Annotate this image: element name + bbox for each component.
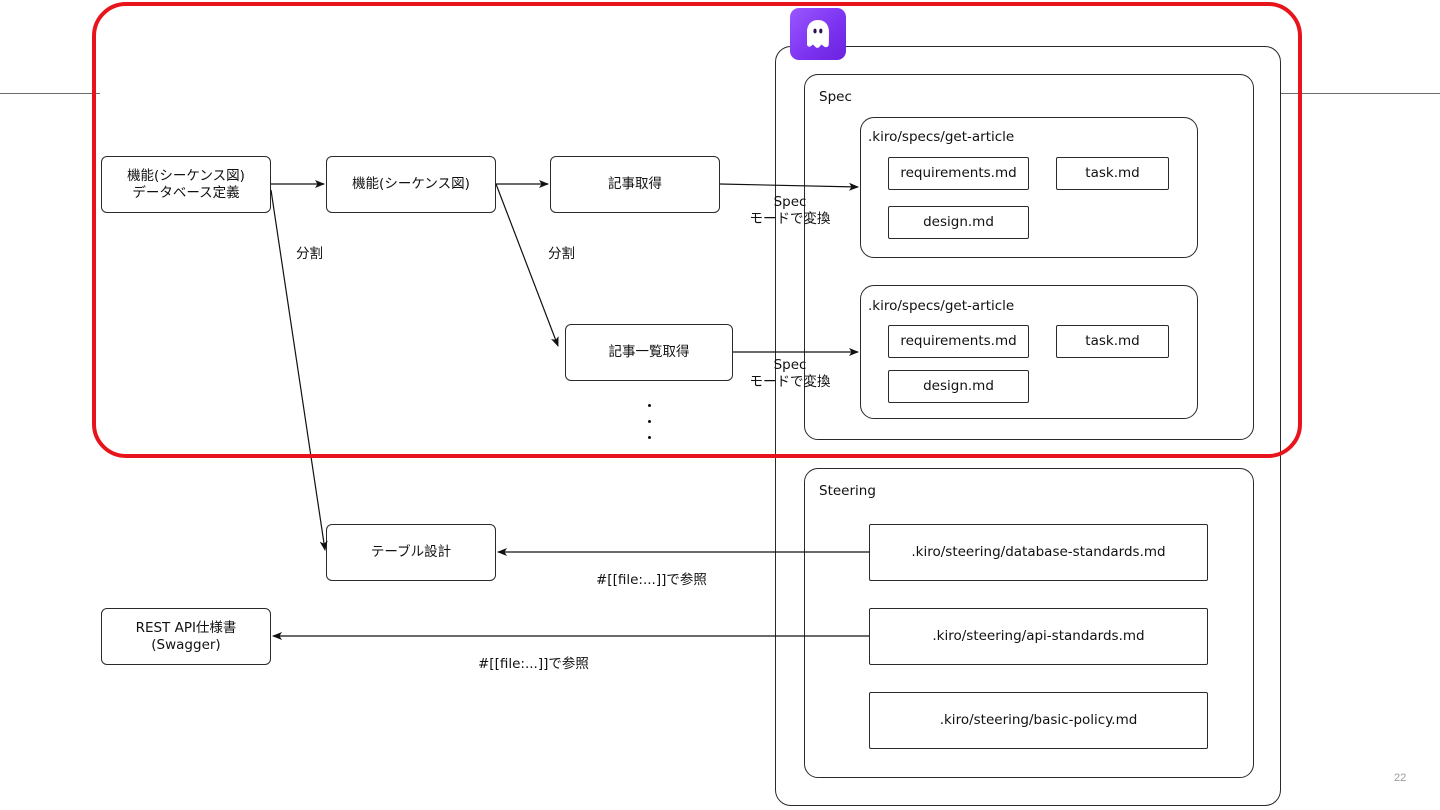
highlight-frame (92, 2, 1302, 458)
steering-section-title: Steering (819, 483, 876, 499)
arrow-source-to-table-design (270, 189, 328, 551)
arrow-article-get-to-spec-1 (719, 182, 859, 191)
reference-label-api: #[[file:...]]で参照 (478, 656, 589, 672)
spec-folder-2-design-file[interactable]: design.md (888, 370, 1029, 403)
reference-label-table: #[[file:...]]で参照 (596, 572, 707, 588)
rest-api-spec-box: REST API仕様書 (Swagger) (101, 608, 271, 665)
spec-folder-1-task-file[interactable]: task.md (1056, 157, 1169, 190)
spec-folder-2-task-file[interactable]: task.md (1056, 325, 1169, 358)
ellipsis-dot (648, 404, 651, 407)
ghost-icon (807, 20, 829, 48)
ellipsis-dot (648, 420, 651, 423)
spec-section-title: Spec (819, 89, 852, 105)
feature-box: 機能(シーケンス図) (326, 156, 496, 213)
table-design-box: テーブル設計 (326, 524, 496, 581)
split-label-right: 分割 (548, 246, 575, 262)
slide-rule-left (0, 93, 100, 94)
spec-folder-1-requirements-file[interactable]: requirements.md (888, 157, 1029, 190)
steering-api-standards-file[interactable]: .kiro/steering/api-standards.md (869, 608, 1208, 665)
slide-rule-right (1280, 93, 1440, 94)
kiro-logo (790, 8, 846, 60)
source-box: 機能(シーケンス図) データベース定義 (101, 156, 271, 213)
spec-folder-2-path: .kiro/specs/get-article (868, 298, 1015, 314)
article-list-box: 記事一覧取得 (565, 324, 733, 381)
spec-folder-2-requirements-file[interactable]: requirements.md (888, 325, 1029, 358)
spec-folder-1-design-file[interactable]: design.md (888, 206, 1029, 239)
steering-database-standards-file[interactable]: .kiro/steering/database-standards.md (869, 524, 1208, 581)
spec-convert-label-top: Spec モードで変換 (749, 194, 831, 227)
spec-folder-1-path: .kiro/specs/get-article (868, 129, 1015, 145)
spec-convert-label-bottom: Spec モードで変換 (749, 357, 831, 390)
ellipsis-dot (648, 436, 651, 439)
steering-basic-policy-file[interactable]: .kiro/steering/basic-policy.md (869, 692, 1208, 749)
split-label-left: 分割 (296, 246, 323, 262)
article-get-box: 記事取得 (550, 156, 720, 213)
arrow-feature-to-article-list (495, 183, 559, 347)
page-number: 22 (1394, 772, 1407, 784)
more-items-ellipsis (648, 404, 651, 452)
